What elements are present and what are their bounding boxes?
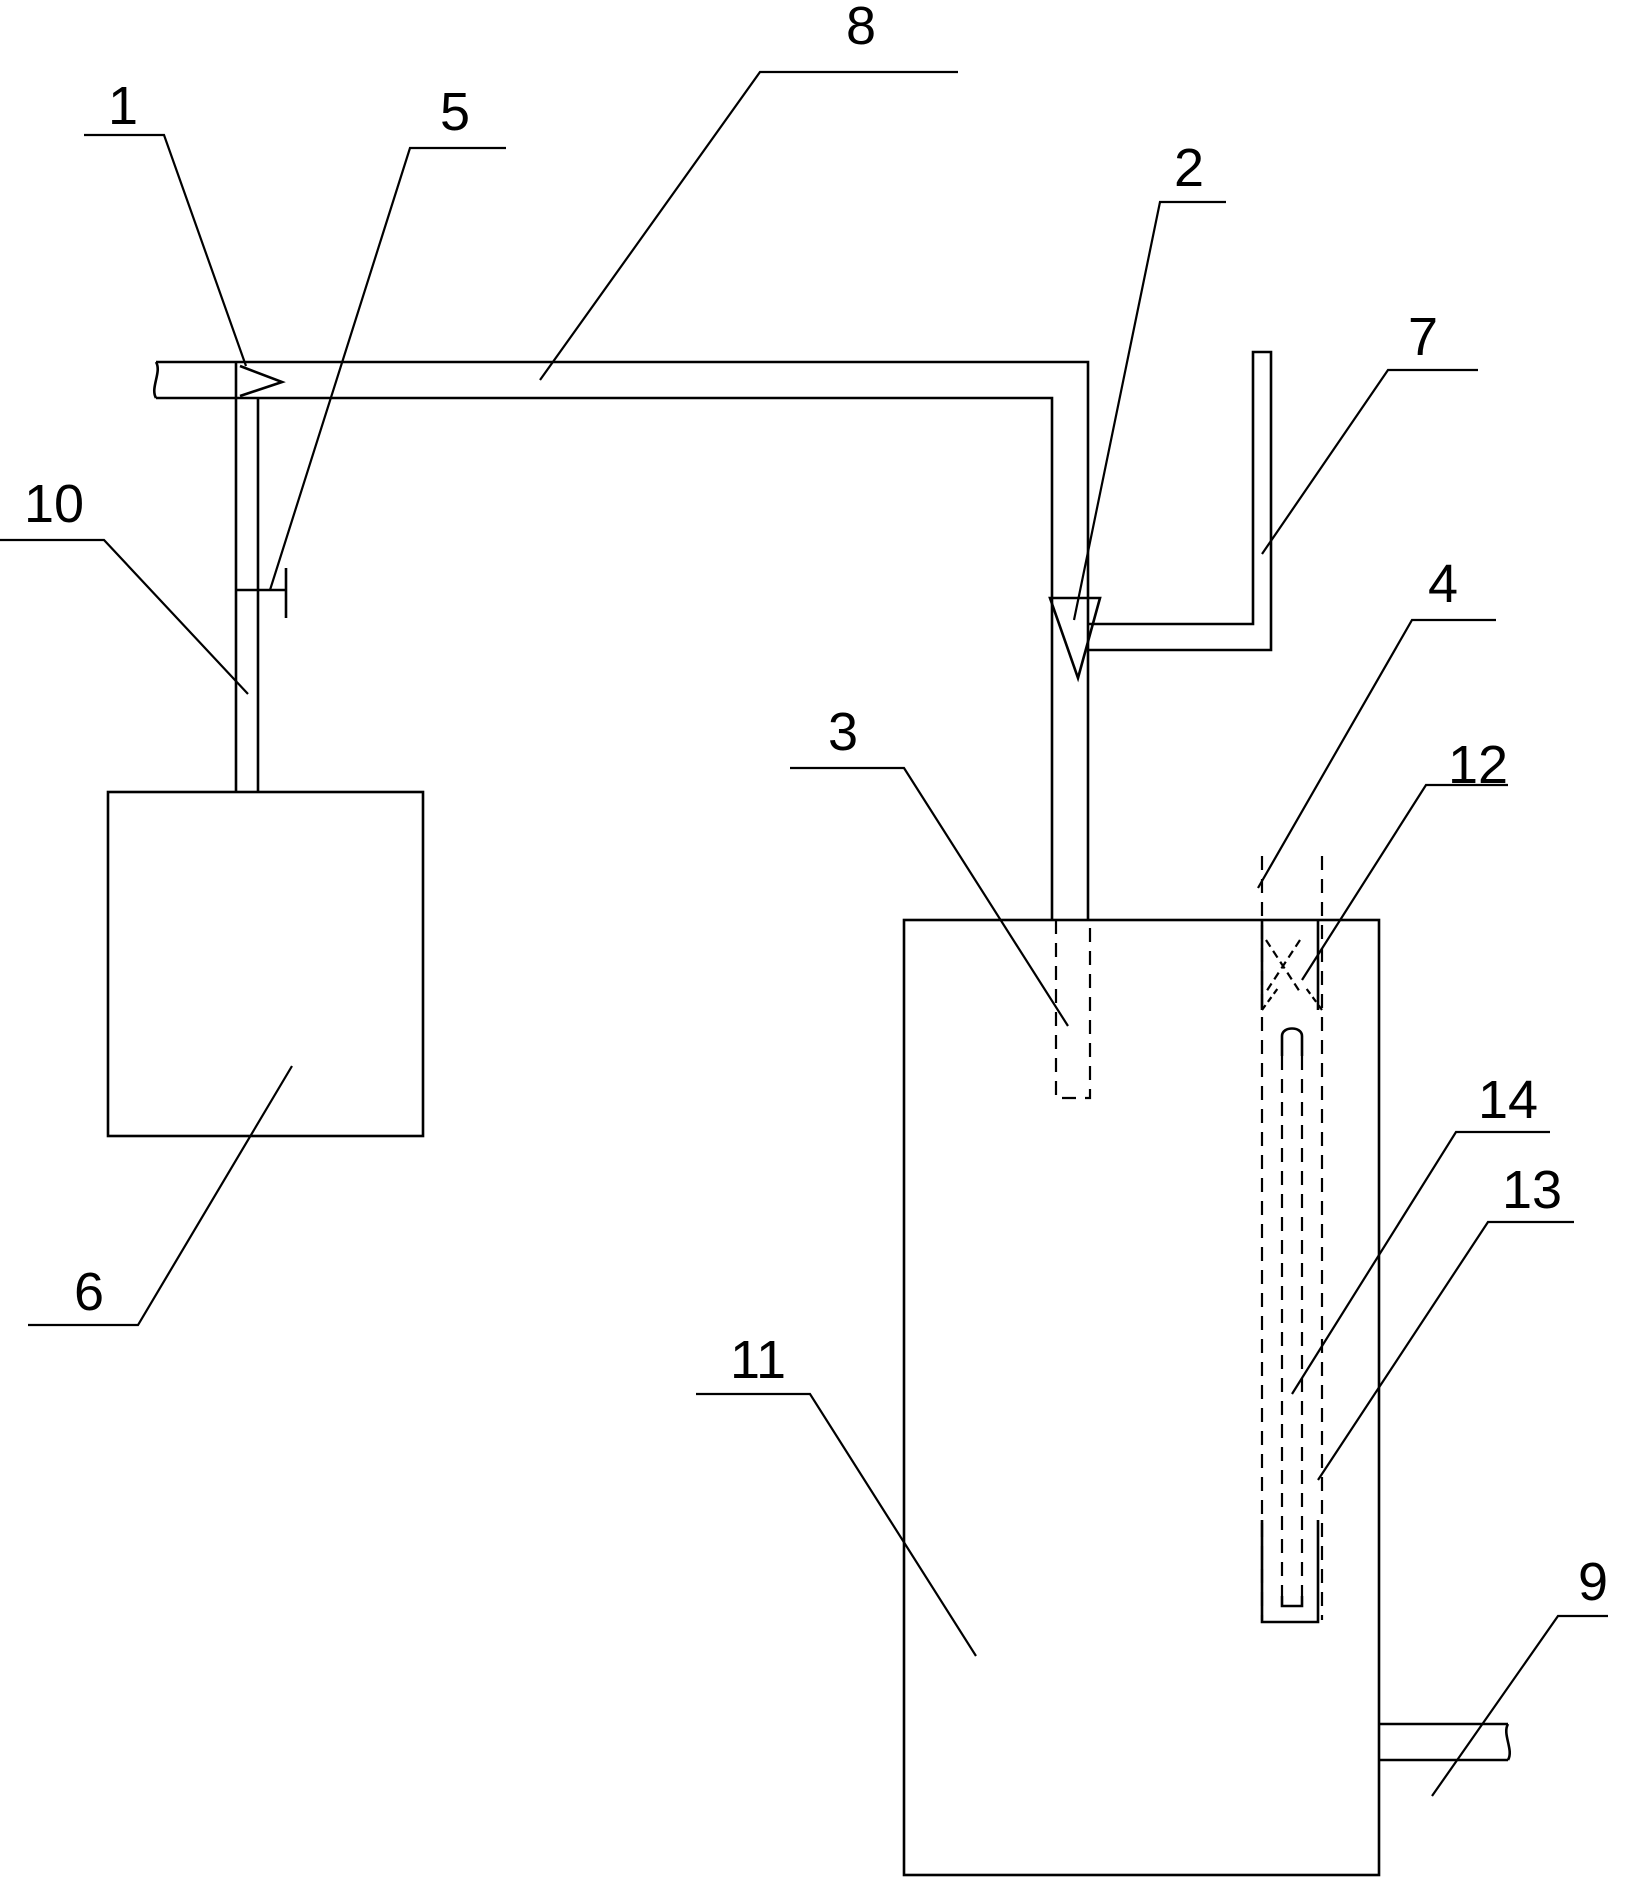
label-10: 10 — [24, 474, 84, 534]
label-14: 14 — [1478, 1070, 1538, 1130]
inner-tube-14 — [1280, 1027, 1304, 1608]
label-9: 9 — [1578, 1552, 1608, 1612]
label-2: 2 — [1174, 138, 1204, 198]
label-11: 11 — [730, 1330, 786, 1390]
container-11 — [902, 918, 1381, 1877]
inner-pipe-3 — [1054, 920, 1092, 1100]
outlet-pipe-9 — [1379, 1722, 1511, 1762]
nozzle-12 — [1261, 939, 1323, 1011]
label-1: 1 — [108, 76, 138, 136]
label-8: 8 — [846, 0, 876, 56]
check-valve-1 — [239, 364, 286, 398]
check-valve-2 — [1048, 596, 1102, 683]
label-5: 5 — [440, 82, 470, 142]
valve-5 — [236, 568, 288, 618]
column-4 — [1260, 856, 1324, 1624]
leader-lines — [0, 70, 1608, 1797]
label-3: 3 — [828, 702, 858, 762]
label-12: 12 — [1448, 735, 1508, 795]
main-pipe — [153, 360, 1090, 920]
label-6: 6 — [74, 1262, 104, 1322]
vertical-pipe-left — [234, 362, 260, 792]
part-labels: 1 5 8 2 7 10 4 3 12 6 14 13 11 9 — [24, 0, 1608, 1612]
branch-pipe-7 — [1088, 350, 1273, 652]
label-7: 7 — [1408, 307, 1438, 367]
label-13: 13 — [1502, 1160, 1562, 1220]
label-4: 4 — [1428, 554, 1458, 614]
tank-6 — [106, 790, 425, 1138]
